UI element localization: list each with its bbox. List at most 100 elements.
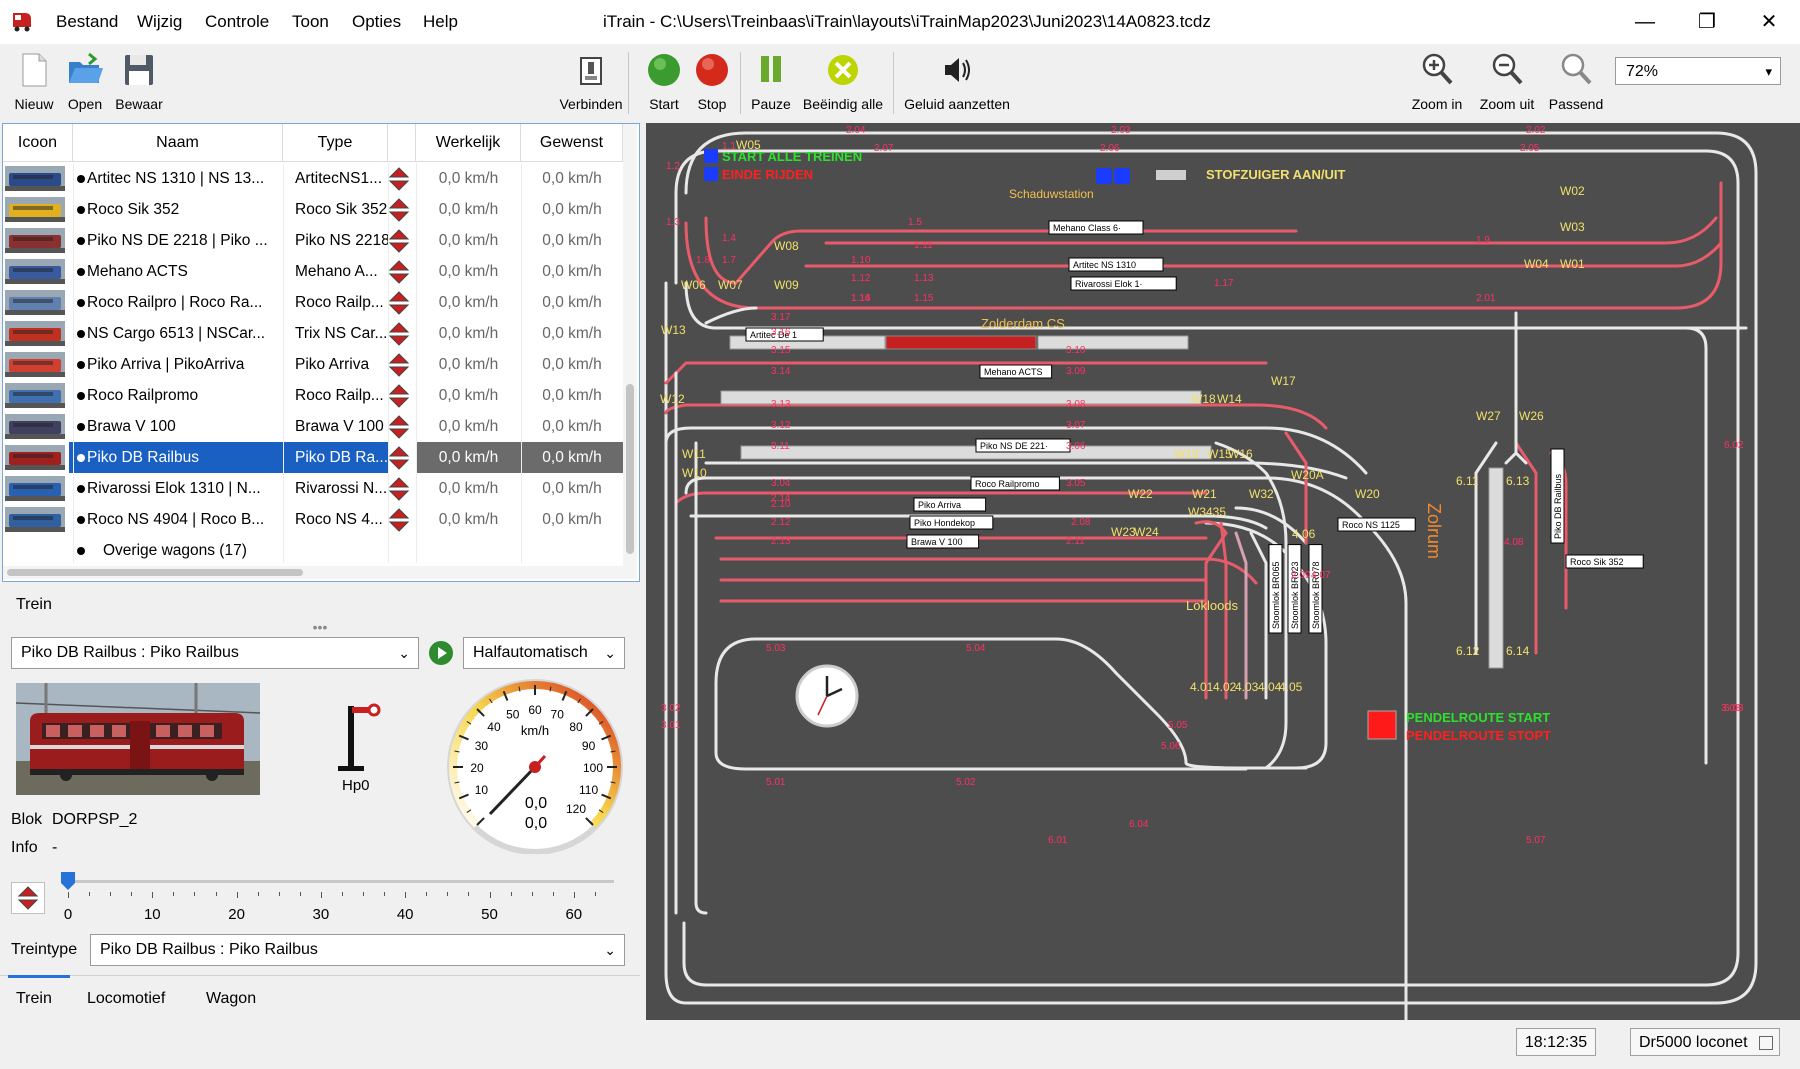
drag-handle-dots[interactable]: ••• bbox=[312, 619, 328, 635]
switch-label[interactable]: W13 bbox=[661, 323, 686, 337]
block-label[interactable]: 6.03 bbox=[1724, 703, 1744, 714]
block-label[interactable]: 4.04 bbox=[1258, 680, 1282, 694]
train-type-select[interactable]: Piko DB Railbus : Piko Railbus ⌄ bbox=[90, 934, 625, 966]
train-label[interactable]: Piko Arriva bbox=[913, 497, 987, 512]
switch-label[interactable]: W09 bbox=[774, 278, 799, 292]
table-row[interactable]: Roco NS 4904 | Roco B...Roco NS 4...0,0 … bbox=[3, 504, 623, 535]
start-button[interactable]: Start bbox=[644, 50, 684, 112]
train-select[interactable]: Piko DB Railbus : Piko Railbus ⌄ bbox=[11, 637, 419, 669]
switch-label[interactable]: W32 bbox=[1249, 487, 1274, 501]
sound-button[interactable]: Geluid aanzetten bbox=[903, 50, 1011, 112]
block-label[interactable]: 1.1 bbox=[722, 141, 736, 152]
train-label[interactable]: Artitec NS 1310 bbox=[1068, 257, 1164, 272]
switch-label[interactable]: W23 bbox=[1111, 525, 1136, 539]
block-label[interactable]: 5.04 bbox=[966, 643, 986, 654]
block-label[interactable]: 2.09 bbox=[1291, 570, 1311, 581]
block-label[interactable]: 1.2 bbox=[666, 161, 680, 172]
direction-icon[interactable] bbox=[389, 167, 409, 191]
train-label[interactable]: Brawa V 100 bbox=[906, 534, 980, 549]
block-label[interactable]: 3.04 bbox=[771, 478, 791, 489]
block-label[interactable]: 3.06 bbox=[1066, 441, 1086, 452]
switch-label[interactable]: W03 bbox=[1560, 220, 1585, 234]
switch-label[interactable]: W15 bbox=[1207, 447, 1232, 461]
block-label[interactable]: 6.13 bbox=[1506, 474, 1530, 488]
column-header-icon[interactable]: Icoon bbox=[3, 124, 73, 162]
block-label[interactable]: 2.12 bbox=[771, 517, 791, 528]
block-label[interactable]: 1.9 bbox=[1476, 235, 1490, 246]
block-label[interactable]: 4.02 bbox=[1213, 680, 1237, 694]
direction-icon[interactable] bbox=[389, 260, 409, 284]
train-label[interactable]: Stoomlok BR023 bbox=[1287, 544, 1302, 634]
block-label[interactable]: 3.07 bbox=[1066, 420, 1086, 431]
start-all-trains-button[interactable] bbox=[704, 149, 718, 163]
switch-label[interactable]: W20A bbox=[1291, 468, 1324, 482]
train-label[interactable]: Roco NS 1125 bbox=[1337, 517, 1416, 532]
train-label[interactable]: Stoomlok BR065 bbox=[1268, 544, 1283, 634]
new-button[interactable]: Nieuw bbox=[10, 50, 58, 112]
block-label[interactable]: 1.3 bbox=[666, 217, 680, 228]
table-row[interactable]: Rivarossi Elok 1310 | N...Rivarossi N...… bbox=[3, 473, 623, 504]
switch-label[interactable]: W26 bbox=[1519, 409, 1544, 423]
train-label[interactable]: Rivarossi Elok 1· bbox=[1070, 276, 1177, 291]
table-row[interactable]: Roco Railpro | Roco Ra...Roco Railp...0,… bbox=[3, 287, 623, 318]
shuttle-start-label[interactable]: PENDELROUTE START bbox=[1406, 710, 1550, 725]
direction-icon[interactable] bbox=[389, 477, 409, 501]
open-button[interactable]: Open bbox=[63, 50, 107, 112]
vacuum-toggle-right-button[interactable] bbox=[1114, 168, 1130, 184]
close-button[interactable]: ✕ bbox=[1760, 11, 1778, 33]
block-label[interactable]: 1.5 bbox=[908, 217, 922, 228]
train-label[interactable]: Mehano Class 6· bbox=[1048, 220, 1144, 235]
block-label[interactable]: 5.03 bbox=[766, 643, 786, 654]
restore-button[interactable]: ❐ bbox=[1698, 11, 1716, 33]
block-label[interactable]: 2.05 bbox=[1520, 143, 1540, 154]
train-label[interactable]: Roco Sik 352 bbox=[1565, 554, 1644, 569]
direction-icon[interactable] bbox=[389, 508, 409, 532]
direction-icon[interactable] bbox=[389, 415, 409, 439]
switch-label[interactable]: W24 bbox=[1134, 525, 1159, 539]
block-label[interactable]: 5.05 bbox=[1168, 720, 1188, 731]
block-label[interactable]: 2.04 bbox=[846, 125, 866, 136]
block-label[interactable]: 1.8 bbox=[696, 255, 710, 266]
block-label[interactable]: 1.7 bbox=[722, 255, 736, 266]
signal-hp0-icon[interactable] bbox=[334, 700, 384, 772]
end-driving-label[interactable]: EINDE RIJDEN bbox=[722, 167, 813, 182]
block-label[interactable]: 1.11 bbox=[914, 240, 933, 251]
block-label[interactable]: 6.14 bbox=[1506, 644, 1530, 658]
speed-slider-thumb[interactable] bbox=[61, 872, 75, 890]
block-label[interactable]: 3.05 bbox=[1066, 478, 1086, 489]
save-button[interactable]: Bewaar bbox=[113, 50, 165, 112]
block-label[interactable]: 2.11 bbox=[1066, 536, 1085, 547]
tab-locomotief[interactable]: Locomotief bbox=[87, 990, 166, 1007]
train-label[interactable]: Mehano ACTS bbox=[979, 364, 1053, 379]
block-label[interactable]: 4.03 bbox=[1235, 680, 1259, 694]
block-label[interactable]: 2.10 bbox=[771, 499, 791, 510]
switch-label[interactable]: W3435 bbox=[1188, 505, 1226, 519]
block-label[interactable]: 3.15 bbox=[771, 345, 791, 356]
block-label[interactable]: 4.08 bbox=[1504, 537, 1524, 548]
block-label[interactable]: 4.06 bbox=[1292, 527, 1316, 541]
train-label[interactable]: Piko DB Railbus bbox=[1550, 448, 1565, 544]
table-row[interactable]: NS Cargo 6513 | NSCar...Trix NS Car...0,… bbox=[3, 318, 623, 349]
tab-wagon[interactable]: Wagon bbox=[206, 990, 257, 1007]
switch-label[interactable]: W18 bbox=[1191, 392, 1216, 406]
shuttle-stop-label[interactable]: PENDELROUTE STOPT bbox=[1406, 728, 1551, 743]
direction-icon[interactable] bbox=[389, 229, 409, 253]
block-label[interactable]: 6.01 bbox=[1048, 835, 1068, 846]
direction-toggle-button[interactable] bbox=[11, 882, 45, 914]
block-label[interactable]: 1.10 bbox=[851, 255, 871, 266]
block-label[interactable]: 5.07 bbox=[1526, 835, 1546, 846]
connect-button[interactable]: Verbinden bbox=[556, 50, 626, 112]
block-label[interactable]: 3.17 bbox=[771, 312, 791, 323]
vertical-scrollbar[interactable] bbox=[623, 124, 637, 579]
direction-icon[interactable] bbox=[389, 322, 409, 346]
column-header-type[interactable]: Type bbox=[283, 124, 388, 162]
block-label[interactable]: 3.08 bbox=[1066, 399, 1086, 410]
vacuum-toggle-left-button[interactable] bbox=[1096, 168, 1112, 184]
tab-trein[interactable]: Trein bbox=[16, 990, 52, 1007]
block-label[interactable]: 3.13 bbox=[771, 399, 791, 410]
menu-wijzig[interactable]: Wijzig bbox=[137, 12, 183, 31]
column-header-actual[interactable]: Werkelijk bbox=[416, 124, 521, 162]
block-label[interactable]: 2.02 bbox=[1526, 125, 1546, 136]
fit-button[interactable]: Passend bbox=[1548, 50, 1604, 112]
